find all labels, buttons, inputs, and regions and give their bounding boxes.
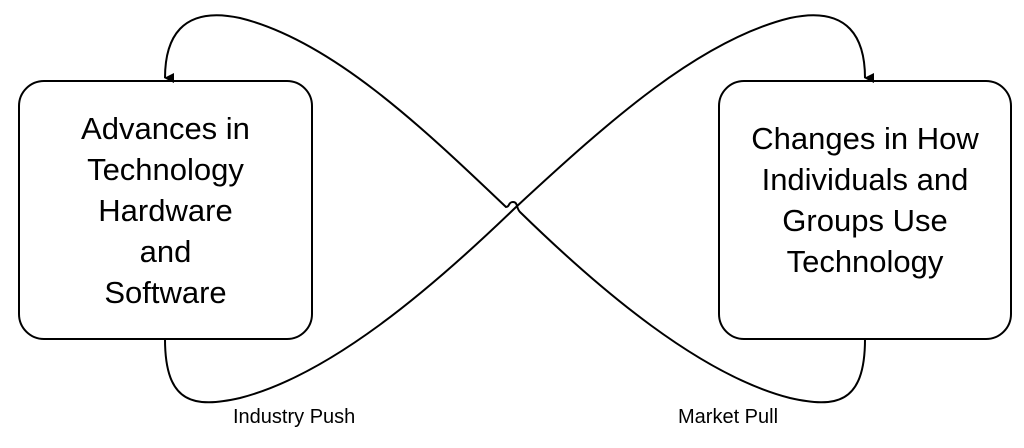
node-advances-in-technology: Advances in Technology Hardware and Soft… xyxy=(18,80,313,340)
industry-push-connector xyxy=(164,14,875,404)
market-pull-label: Market Pull xyxy=(678,406,779,428)
node-line: Groups Use xyxy=(782,203,948,238)
node-line: Hardware xyxy=(98,192,233,228)
node-line: Advances in xyxy=(81,110,250,146)
market-pull-connector xyxy=(164,14,866,404)
node-line: Changes in How xyxy=(751,121,979,156)
node-line: Technology xyxy=(87,151,244,187)
industry-push-label: Industry Push xyxy=(233,406,356,428)
node-line: Individuals and xyxy=(761,162,969,197)
node-label: Advances in Technology Hardware and Soft… xyxy=(81,108,250,313)
node-line: Technology xyxy=(786,244,944,279)
node-line: and xyxy=(139,233,192,269)
node-label: Changes in How Individuals and Groups Us… xyxy=(751,118,978,282)
node-line: Software xyxy=(104,274,227,310)
node-changes-in-usage: Changes in How Individuals and Groups Us… xyxy=(718,80,1012,340)
